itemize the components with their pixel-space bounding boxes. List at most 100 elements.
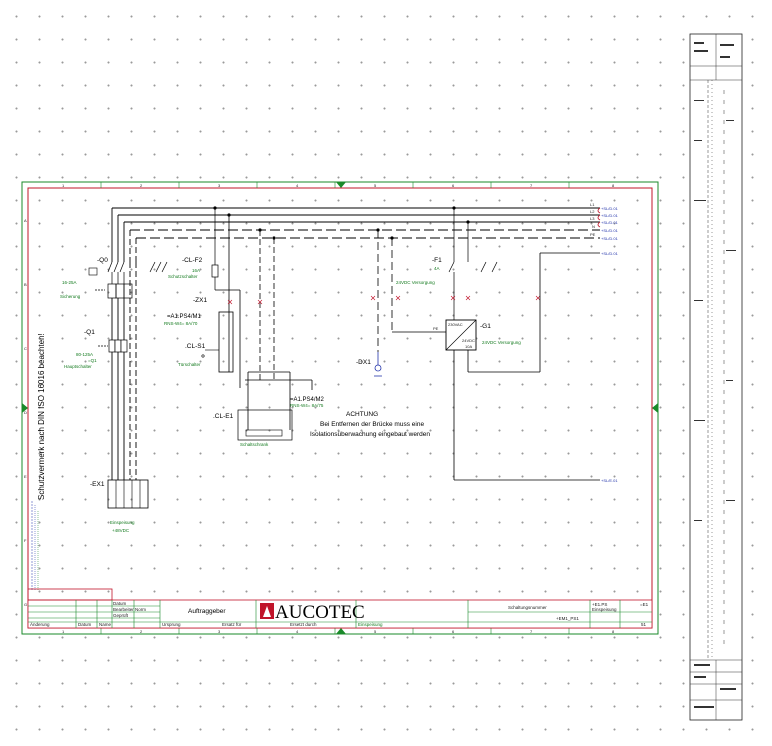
clf2-tag: -CL-F2: [182, 257, 203, 264]
q1-tag: -Q1: [84, 329, 95, 336]
col-num: 2: [140, 183, 143, 188]
tb-small-label: Norm: [135, 607, 146, 612]
row-letter: C: [24, 346, 27, 351]
col-num: 3: [218, 629, 221, 634]
q1-rating: 80-125A: [76, 352, 93, 357]
f1-desc: 24VDC Versorgung: [396, 280, 435, 285]
page-preview-thumbnail[interactable]: [689, 33, 743, 721]
col-num: 7: [530, 629, 533, 634]
tb-footer: Name: [99, 622, 112, 627]
row-letter: B: [24, 282, 27, 287]
row-letter: D: [24, 410, 27, 415]
note-line1: Bei Entfernen der Brücke muss eine: [320, 421, 424, 428]
a2-sub: RNS-W4= 8A/75: [290, 403, 324, 408]
row-letter: F: [24, 538, 27, 543]
tb-sheet-no: 51: [641, 622, 647, 627]
g1-out: 24VDC: [462, 338, 475, 343]
note-title: ACHTUNG: [346, 411, 378, 418]
col-num: 1: [62, 183, 65, 188]
cabinet-light-cl-e1[interactable]: .CL-E1 Schaltschrank: [213, 409, 293, 447]
tb-page-sub: Einspeisung: [592, 607, 617, 612]
row-letter: G: [24, 602, 27, 607]
bus-label: L3: [590, 216, 595, 221]
f1-rating: 4A: [434, 266, 440, 271]
column-numbers-top: 1 2 3 4 5 6 7 8: [62, 183, 615, 188]
f1-tag: -F1: [432, 257, 442, 264]
tb-small-label: Bearbeiter: [113, 607, 134, 612]
col-num: 4: [296, 183, 299, 188]
bottom-ref[interactable]: +SL/E.01: [601, 478, 618, 483]
row-letter: A: [24, 218, 27, 223]
col-num: 6: [452, 183, 455, 188]
q1-subtag: =Q1: [88, 358, 97, 363]
fuse-f1[interactable]: -F1 4A 24VDC Versorgung: [396, 208, 498, 324]
door-switch-cl-s1[interactable]: .CL-S1 Türschalter: [178, 343, 219, 367]
tb-footer: Ersatz für: [222, 622, 242, 627]
bus-ref[interactable]: +SL/D.01: [601, 220, 619, 225]
power-supply-g1[interactable]: 230VAC 24VDC 10A -G1 24VDC Versorgung PE: [433, 319, 521, 351]
bus-ref[interactable]: +SL/D.01: [601, 228, 619, 233]
a1-sub: RNS-W4= 8A/70: [164, 321, 198, 326]
a1-tag: =A1.PS4/M1: [167, 314, 202, 320]
bus-label: L2: [590, 209, 595, 214]
bridge-dx1[interactable]: -DX1: [356, 352, 382, 377]
dashed-drops: [377, 230, 446, 352]
zx1-tag: -ZX1: [193, 297, 207, 304]
breaker-cl-f2[interactable]: -CL-F2 16A Schutzschalter: [149, 208, 219, 290]
a2-tag: =A1.PS4/M2: [290, 397, 325, 403]
drawing-frame: [21, 181, 659, 635]
dc-ref[interactable]: +SL/D.01: [601, 251, 619, 256]
tb-footer: Änderung: [30, 621, 50, 627]
fuse-q0[interactable]: -Q0 16-25A Sicherung: [60, 257, 133, 299]
col-num: 5: [374, 629, 377, 634]
title-block: Datum Bearbeiter Geprüft Norm Auftraggeb…: [27, 588, 653, 629]
tb-page-ref: +E1.PS: [592, 602, 607, 607]
ex1-tag: -EX1: [90, 481, 105, 488]
bus-ref[interactable]: +SL/D.01: [601, 236, 619, 241]
tb-small-label: Datum: [113, 601, 127, 606]
main-switch-q1[interactable]: -Q1 80-125A =Q1 Hauptschalter: [64, 329, 128, 369]
cls1-desc: Türschalter: [178, 362, 201, 367]
col-num: 3: [218, 183, 221, 188]
ex1-voltage: +48VDC: [112, 528, 130, 533]
bus-ref[interactable]: +SL/D.01: [601, 213, 619, 218]
col-num: 7: [530, 183, 533, 188]
row-letter: E: [24, 474, 27, 479]
column-numbers-bottom: 1 2 3 4 5 6 7 8: [62, 629, 615, 634]
col-num: 8: [612, 183, 615, 188]
bus-ref[interactable]: +SL/D.01: [601, 206, 619, 211]
note-line2: Isolationsüberwachung eingebaut werden: [310, 431, 430, 438]
dc-cross-refs[interactable]: +SL/D.01 +SL/E.01: [601, 251, 619, 483]
terminal-ex1[interactable]: -EX1 Einspeisung +48VDC: [90, 479, 149, 533]
col-num: 4: [296, 629, 299, 634]
supply-bus: [111, 207, 600, 262]
bus-label: L1: [590, 202, 595, 207]
clf2-rating: 16A: [192, 268, 200, 273]
clf2-desc: Schutzschalter: [168, 274, 198, 279]
row-letters: A B C D E F G: [24, 218, 27, 607]
bus-cross-refs[interactable]: +SL/D.01 +SL/D.01 +SL/D.01 +SL/D.01 +SL/…: [597, 206, 619, 241]
tb-footer: Datum: [78, 622, 92, 627]
red-cross-marks: [227, 295, 541, 305]
col-num: 5: [374, 183, 377, 188]
g1-power: 10A: [465, 344, 472, 349]
tb-drawing: Schaltungsnummer: [508, 605, 547, 610]
zx1-wiring[interactable]: -ZX1 =A1.PS4/M1 RNS-W4= 8A/70: [164, 215, 313, 430]
q0-tag: -Q0: [97, 257, 108, 264]
col-num: 8: [612, 629, 615, 634]
g1-in: 230VAC: [448, 322, 463, 327]
bus-label: N: [592, 224, 595, 229]
ps4-m2[interactable]: =A1.PS4/M2 RNS-W4= 8A/75: [290, 397, 325, 408]
g1-pe: PE: [433, 326, 439, 331]
left-margin-marks: [31, 500, 39, 590]
col-num: 1: [62, 629, 65, 634]
tb-sheet: =E1: [640, 602, 649, 607]
tb-footer: Ersetzt durch: [290, 622, 317, 627]
q0-rating: 16-25A: [62, 280, 77, 285]
tb-client: Auftraggeber: [188, 608, 226, 615]
feeder-wires: [111, 262, 137, 480]
dx1-tag: -DX1: [356, 359, 371, 366]
bus-labels: L1 L2 L3 N PE: [590, 202, 596, 237]
